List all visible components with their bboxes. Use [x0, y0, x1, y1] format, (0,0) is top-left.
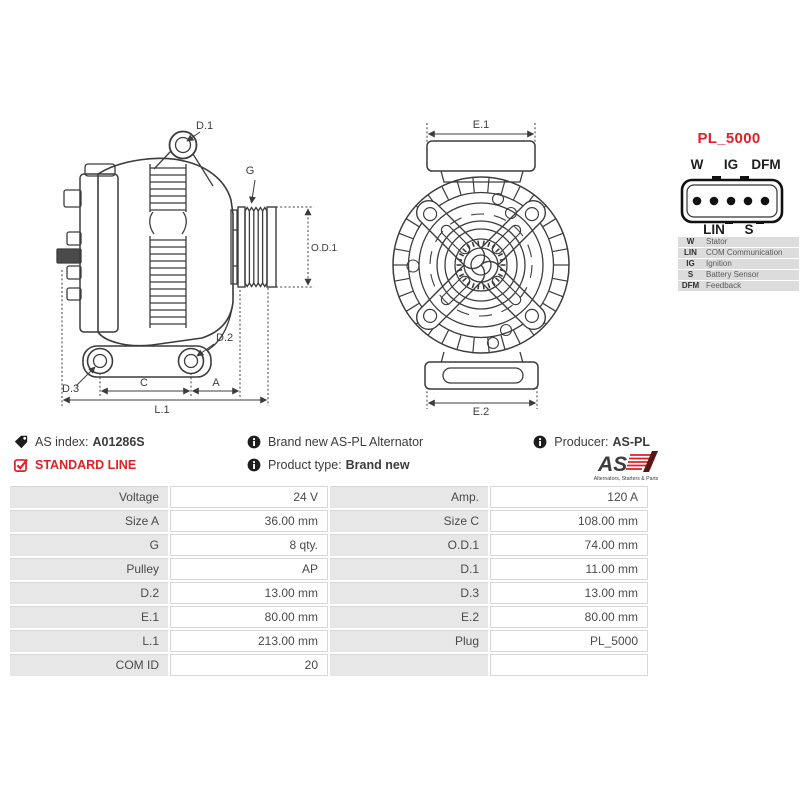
spec-label: E.1 — [10, 606, 168, 628]
spec-value: 80.00 mm — [170, 606, 328, 628]
product-type-value: Brand new — [345, 458, 410, 472]
spec-value: 80.00 mm — [490, 606, 648, 628]
plug-pin — [692, 196, 702, 206]
tag-icon — [14, 435, 28, 449]
info-icon — [247, 435, 261, 449]
info-icon — [247, 458, 261, 472]
as-pl-logo: AS Alternators, Starters & Parts — [594, 451, 659, 482]
spec-value: 24 V — [170, 486, 328, 508]
spec-label: D.2 — [10, 582, 168, 604]
dim-label-d1: D.1 — [196, 120, 213, 132]
product-type-label: Product type: — [268, 458, 342, 472]
dim-label-d3: D.3 — [62, 383, 79, 395]
dim-label-d2: D.2 — [216, 332, 233, 344]
spec-value — [490, 654, 648, 676]
as-index-label: AS index: — [35, 435, 89, 449]
spec-value: 213.00 mm — [170, 630, 328, 652]
spec-label: O.D.1 — [330, 534, 488, 556]
brand-new-text: Brand new AS-PL Alternator — [268, 435, 424, 449]
as-index-row: AS index:A01286S — [14, 434, 145, 450]
spec-label: Amp. — [330, 486, 488, 508]
producer-row: Producer:AS-PL — [440, 434, 650, 450]
plug-outline — [680, 176, 784, 224]
pin-label-s: S — [744, 222, 754, 237]
spec-value: PL_5000 — [490, 630, 648, 652]
spec-value: 13.00 mm — [170, 582, 328, 604]
spec-label: COM ID — [10, 654, 168, 676]
brand-new-row: Brand new AS-PL Alternator — [247, 434, 423, 450]
spec-label: G — [10, 534, 168, 556]
as-index-value: A01286S — [92, 435, 145, 449]
spec-value: 108.00 mm — [490, 510, 648, 532]
info-icon — [533, 435, 547, 449]
spec-value: 36.00 mm — [170, 510, 328, 532]
spec-label: Voltage — [10, 486, 168, 508]
standard-line-row: STANDARD LINE — [14, 457, 136, 473]
spec-value: 8 qty. — [170, 534, 328, 556]
dim-label-l1: L.1 — [154, 404, 169, 416]
spec-value: 120 A — [490, 486, 648, 508]
spec-label: D.1 — [330, 558, 488, 580]
front-view-drawing: E.1 E.2 — [392, 119, 570, 417]
producer-label: Producer: — [554, 435, 609, 449]
spec-value: 20 — [170, 654, 328, 676]
pin-label-dfm: DFM — [751, 157, 781, 172]
dim-label-e2: E.2 — [473, 406, 490, 417]
producer-value: AS-PL — [612, 435, 651, 449]
spec-label: Pulley — [10, 558, 168, 580]
spec-value: 13.00 mm — [490, 582, 648, 604]
plug-pin — [743, 196, 753, 206]
pin-label-w: W — [690, 157, 704, 172]
standard-line-badge: STANDARD LINE — [35, 458, 137, 472]
spec-value: AP — [170, 558, 328, 580]
spec-label — [330, 654, 488, 676]
checkbox-icon — [14, 458, 28, 472]
logo-tagline: Alternators, Starters & Parts — [594, 476, 659, 482]
plug-pin — [709, 196, 719, 206]
dim-label-c: C — [140, 377, 148, 389]
spec-label: L.1 — [10, 630, 168, 652]
product-type-row: Product type:Brand new — [247, 457, 410, 473]
dim-label-a: A — [212, 377, 220, 389]
pin-label-ig: IG — [723, 157, 739, 172]
plug-pin — [726, 196, 736, 206]
spec-value: 74.00 mm — [490, 534, 648, 556]
logo-text: AS — [597, 453, 627, 476]
plug-pin — [760, 196, 770, 206]
spec-label: E.2 — [330, 606, 488, 628]
spec-value: 11.00 mm — [490, 558, 648, 580]
dim-label-e1: E.1 — [473, 119, 490, 131]
side-view-drawing: D.1 G O.D.1 D.2 D.3 C A L.1 — [56, 120, 338, 416]
spec-label: Size C — [330, 510, 488, 532]
dim-label-g: G — [246, 165, 255, 177]
spec-label: Size A — [10, 510, 168, 532]
threaded-stud — [56, 248, 82, 264]
spec-label: D.3 — [330, 582, 488, 604]
plug-code-title: PL_5000 — [697, 130, 761, 147]
spec-label: Plug — [330, 630, 488, 652]
spec-table: Voltage 24 V Amp. 120 A Size A 36.00 mm … — [10, 486, 648, 676]
dim-label-od1: O.D.1 — [311, 243, 338, 254]
pin-label-lin: LIN — [703, 222, 725, 237]
